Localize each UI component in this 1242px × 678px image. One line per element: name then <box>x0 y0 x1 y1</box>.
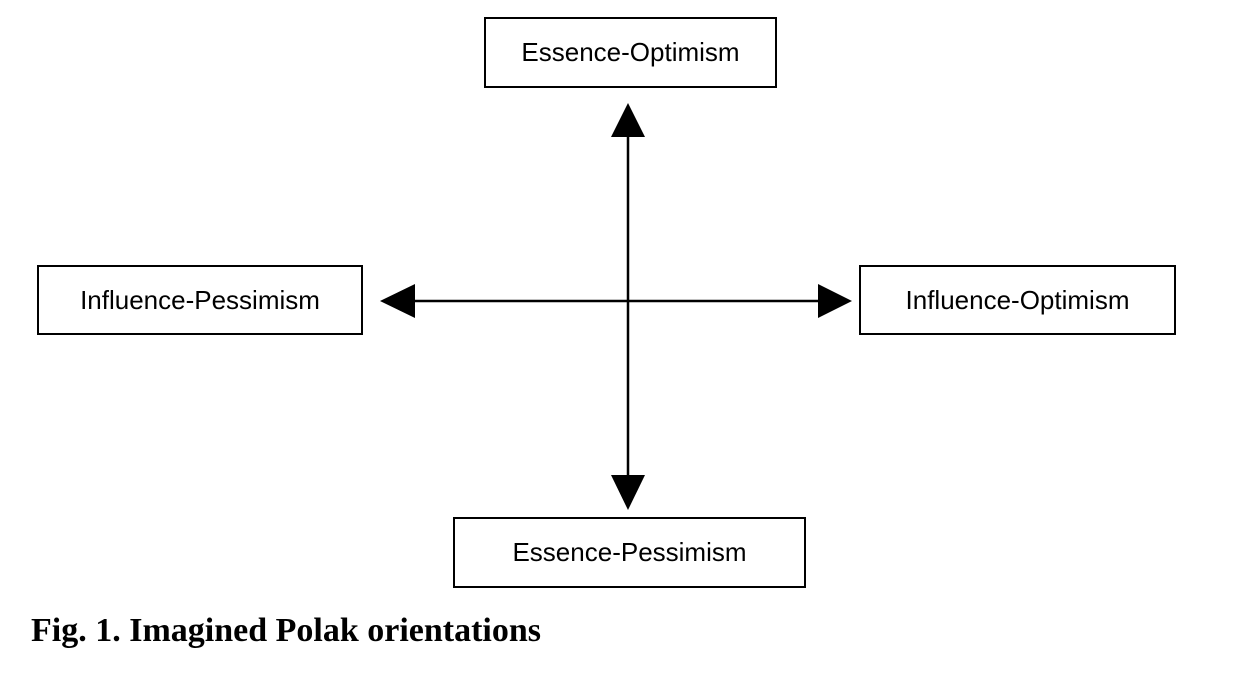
arrowhead-right <box>818 284 852 318</box>
arrowhead-down <box>611 475 645 510</box>
figure-caption: Fig. 1. Imagined Polak orientations <box>31 612 542 649</box>
node-essence-pessimism: Essence-Pessimism <box>453 517 806 588</box>
node-influence-pessimism: Influence-Pessimism <box>37 265 363 335</box>
node-influence-optimism: Influence-Optimism <box>859 265 1176 335</box>
node-essence-optimism: Essence-Optimism <box>484 17 777 88</box>
arrowhead-up <box>611 103 645 137</box>
arrowhead-left <box>380 284 415 318</box>
